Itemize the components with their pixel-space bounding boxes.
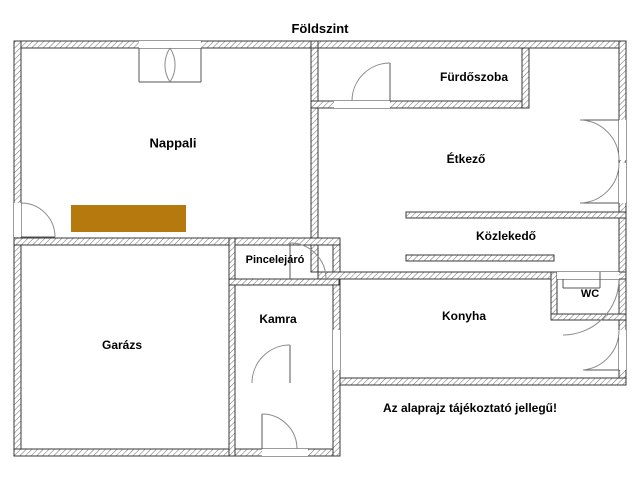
room-label-pincelejaro: Pincelejáró (246, 254, 305, 266)
room-label-konyha: Konyha (442, 309, 486, 323)
door-opening-nappali-front (139, 41, 201, 48)
room-label-kamra: Kamra (259, 312, 297, 326)
disclaimer-text: Az alaprajz tájékoztató jellegű! (383, 401, 557, 415)
door-arc-pincelejaro (289, 242, 327, 280)
door-opening-etkezo-upper (619, 120, 626, 160)
kitchen-counter (71, 205, 186, 232)
door-arc-furdoszoba (351, 62, 391, 102)
door-opening-wc (557, 272, 619, 279)
wall-kozlekedo-bottom (405, 254, 555, 262)
wall-furdoszoba-right (521, 47, 530, 109)
door-arc-konyha-right (582, 329, 620, 371)
wall-exterior-left-lower (13, 237, 22, 457)
door-arc-etkezo-lower (579, 162, 620, 204)
door-opening-konyha-left (333, 330, 340, 370)
wall-etkezo-bottom (317, 271, 627, 280)
room-label-garazs: Garázs (102, 338, 142, 352)
door-opening-furdoszoba (334, 101, 390, 108)
room-label-etkezo: Étkező (447, 151, 486, 166)
door-arc-nappali-right (164, 47, 171, 83)
door-arc-nappali-left (169, 47, 176, 83)
wall-nappali-bottom (13, 237, 341, 246)
furniture-group (71, 205, 186, 232)
door-opening-etkezo-lower (619, 163, 626, 203)
door-opening-konyha-right (619, 330, 626, 370)
page-title: Földszint (291, 21, 349, 36)
doors-group (14, 41, 626, 456)
wall-kozlekedo-top (405, 211, 627, 219)
door-opening-kamra (262, 449, 308, 456)
wall-wc-left (550, 271, 558, 321)
wall-exterior-bottom-right (339, 377, 627, 386)
room-label-nappali: Nappali (150, 135, 197, 150)
wall-exterior-top (13, 40, 627, 49)
wall-pincelejaro-bottom (228, 278, 340, 286)
door-opening-nappali-left (14, 203, 21, 237)
wall-wc-bottom (550, 313, 627, 321)
door-arc-wc (562, 278, 620, 336)
wall-garazs-right (228, 237, 236, 457)
room-labels-group: Nappali Fürdőszoba Étkező Közlekedő WC K… (102, 70, 599, 352)
door-arc-kamra (251, 344, 291, 384)
wall-furdoszoba-left (310, 47, 319, 109)
door-arc-etkezo-upper (579, 119, 620, 161)
room-label-wc: WC (581, 288, 599, 300)
room-label-furdoszoba: Fürdőszoba (440, 70, 508, 84)
walls-group (13, 40, 627, 457)
door-arc-nappali-side (20, 202, 56, 238)
room-label-kozlekedo: Közlekedő (476, 229, 536, 243)
door-arc-kamra-lower (261, 413, 298, 450)
